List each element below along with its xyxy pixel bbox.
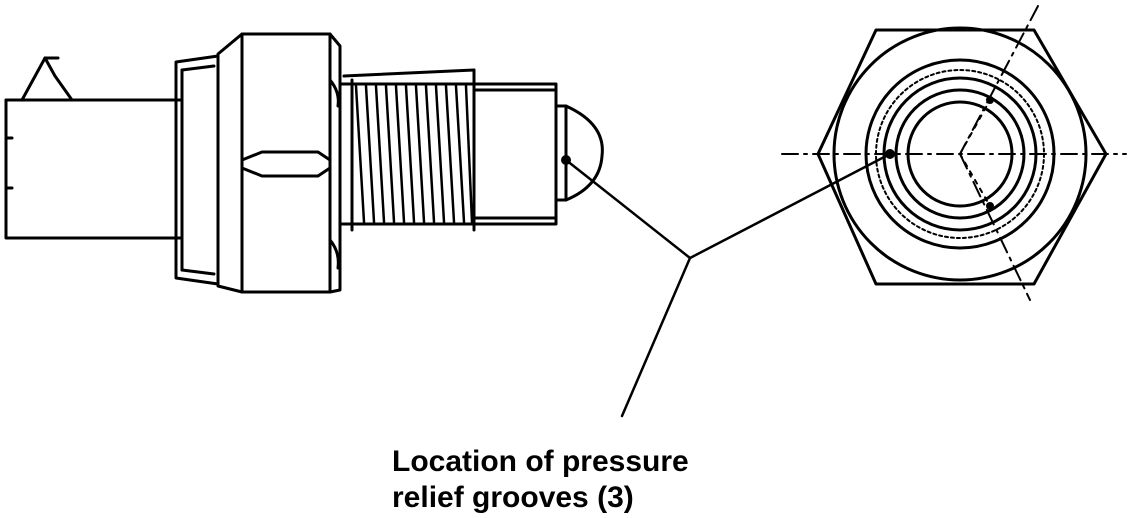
switch-end-view [781, 5, 1127, 301]
electrical-connector [4, 56, 184, 240]
hex-nut-side [216, 32, 342, 294]
threaded-shank [338, 68, 558, 232]
relief-groove-dot-3 [986, 202, 994, 210]
callout-label-line-1: Location of pressure [392, 445, 689, 478]
callout-label-line-2: relief grooves (3) [392, 481, 634, 514]
dome-tip [554, 90, 604, 220]
relief-groove-dot-2 [986, 96, 994, 104]
flange-shoulder [174, 54, 220, 286]
callout-label: Location of pressure relief grooves (3) [392, 444, 812, 516]
switch-side-view [4, 32, 604, 294]
centerlines [781, 5, 1127, 301]
callout-leader [564, 152, 892, 418]
